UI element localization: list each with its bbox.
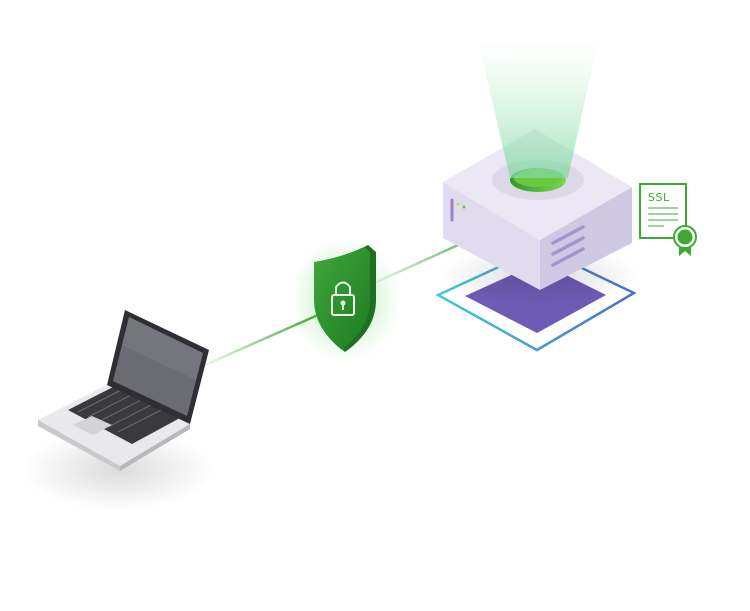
shield-lock-icon	[290, 238, 400, 362]
ssl-certificate-icon: SSL	[639, 183, 697, 256]
laptop-icon	[23, 310, 213, 510]
ssl-label: SSL	[648, 191, 670, 204]
light-beam	[478, 40, 598, 178]
